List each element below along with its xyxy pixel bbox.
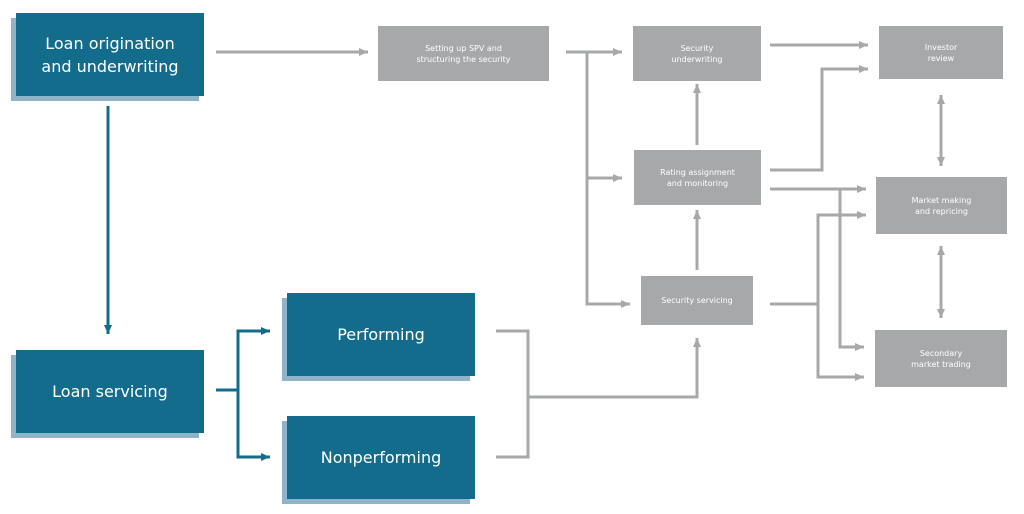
market-making-label: Market making and repricing	[911, 195, 972, 216]
performing-label: Performing	[337, 325, 425, 344]
loan-servicing-box: Loan servicing	[16, 350, 204, 433]
nonperforming-box: Nonperforming	[287, 416, 475, 499]
rating-box: Rating assignment and monitoring	[634, 150, 761, 205]
performing-box: Performing	[287, 293, 475, 376]
rating-label: Rating assignment and monitoring	[660, 167, 735, 188]
secondary-trading-box: Secondary market trading	[875, 330, 1007, 387]
loan-origination-box: Loan origination and underwriting	[16, 13, 204, 96]
arrow-spv-to-rating	[585, 52, 622, 182]
arrow-performing-nonperforming-to-security-servicing	[496, 331, 697, 459]
market-making-box: Market making and repricing	[876, 177, 1007, 234]
arrow-servicing-to-nonperforming	[236, 390, 270, 461]
arrow-rating-to-investor	[770, 65, 868, 172]
spv-box: Setting up SPV and structuring the secur…	[378, 26, 549, 81]
arrow-spv-to-security-servicing	[585, 178, 630, 308]
loan-servicing-label: Loan servicing	[52, 382, 168, 401]
arrow-servicing-to-secondary	[816, 304, 864, 381]
security-underwriting-box: Security underwriting	[633, 26, 761, 81]
arrow-rating-to-secondary	[838, 189, 864, 351]
investor-review-box: Investor review	[879, 26, 1003, 79]
loan-origination-label: Loan origination and underwriting	[41, 33, 179, 76]
security-servicing-label: Security servicing	[661, 296, 733, 305]
security-servicing-box: Security servicing	[641, 276, 753, 325]
investor-review-label: Investor review	[924, 42, 958, 63]
arrow-servicing-to-market-making	[770, 211, 866, 306]
nonperforming-label: Nonperforming	[320, 448, 442, 467]
security-underwriting-label: Security underwriting	[671, 43, 723, 64]
arrow-servicing-to-performing	[216, 327, 270, 392]
secondary-trading-label: Secondary market trading	[911, 348, 971, 369]
spv-label: Setting up SPV and structuring the secur…	[416, 43, 511, 64]
